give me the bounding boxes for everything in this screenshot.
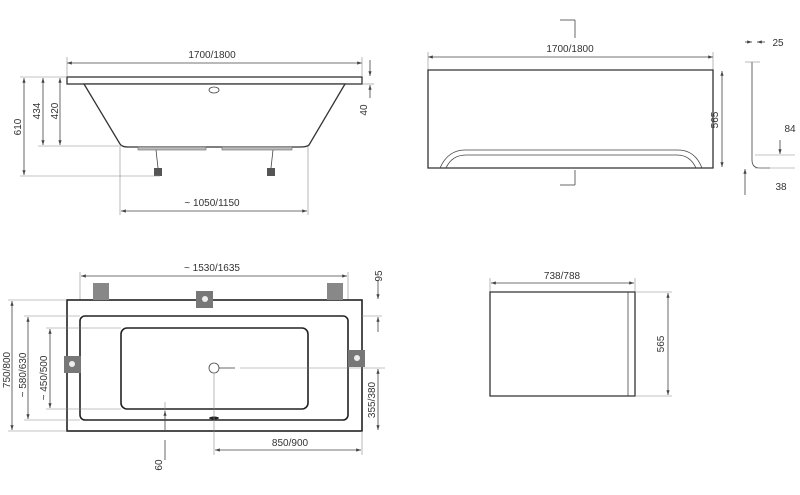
- overflow-icon: [208, 86, 220, 94]
- label-edge: 95: [374, 270, 385, 282]
- label-drain-y: 355/380: [367, 381, 378, 418]
- mounting-brackets: [64, 283, 365, 373]
- label-base-length: ~ 1050/1150: [184, 198, 240, 209]
- label-rim: 40: [359, 104, 370, 116]
- label-panel-height: 565: [710, 111, 721, 128]
- front-panel: [427, 69, 714, 169]
- side-panel-view: 738/788 565: [489, 271, 672, 397]
- label-profile-mid: 84: [784, 124, 796, 135]
- leg-left: [154, 149, 162, 176]
- leg-right: [267, 149, 275, 176]
- tub-body: [82, 83, 347, 148]
- label-floor-width: ~ 450/500: [39, 355, 50, 400]
- label-side-panel-height: 565: [656, 335, 667, 352]
- panel-profile: 25 84 38: [743, 38, 796, 195]
- label-height-2: 420: [50, 102, 61, 119]
- label-height-1: 434: [32, 102, 43, 119]
- side-panel: [489, 291, 636, 397]
- label-length: 1700/1800: [188, 50, 236, 61]
- label-panel-length: 1700/1800: [546, 44, 594, 55]
- label-profile-top: 25: [772, 38, 784, 49]
- label-inner-length: ~ 1530/1635: [184, 263, 240, 274]
- label-inner-width: ~ 580/630: [18, 352, 29, 397]
- front-panel-view: 1700/1800 565 25 84 38: [427, 19, 796, 195]
- label-offset: 60: [154, 459, 165, 471]
- label-side-panel-length: 738/788: [544, 271, 581, 282]
- tub-floor: [120, 327, 309, 410]
- tub-rim: [66, 76, 363, 85]
- label-profile-bottom: 38: [775, 182, 787, 193]
- side-elevation-view: 1700/1800 610 434 420 40 ~ 1050/1150: [13, 50, 374, 215]
- label-height-total: 610: [13, 118, 24, 135]
- label-width: 750/800: [2, 351, 13, 388]
- label-drain-x: 850/900: [272, 438, 309, 449]
- plan-view: ~ 1530/1635 95 750/800 ~ 580/630 ~ 450/5…: [2, 263, 385, 471]
